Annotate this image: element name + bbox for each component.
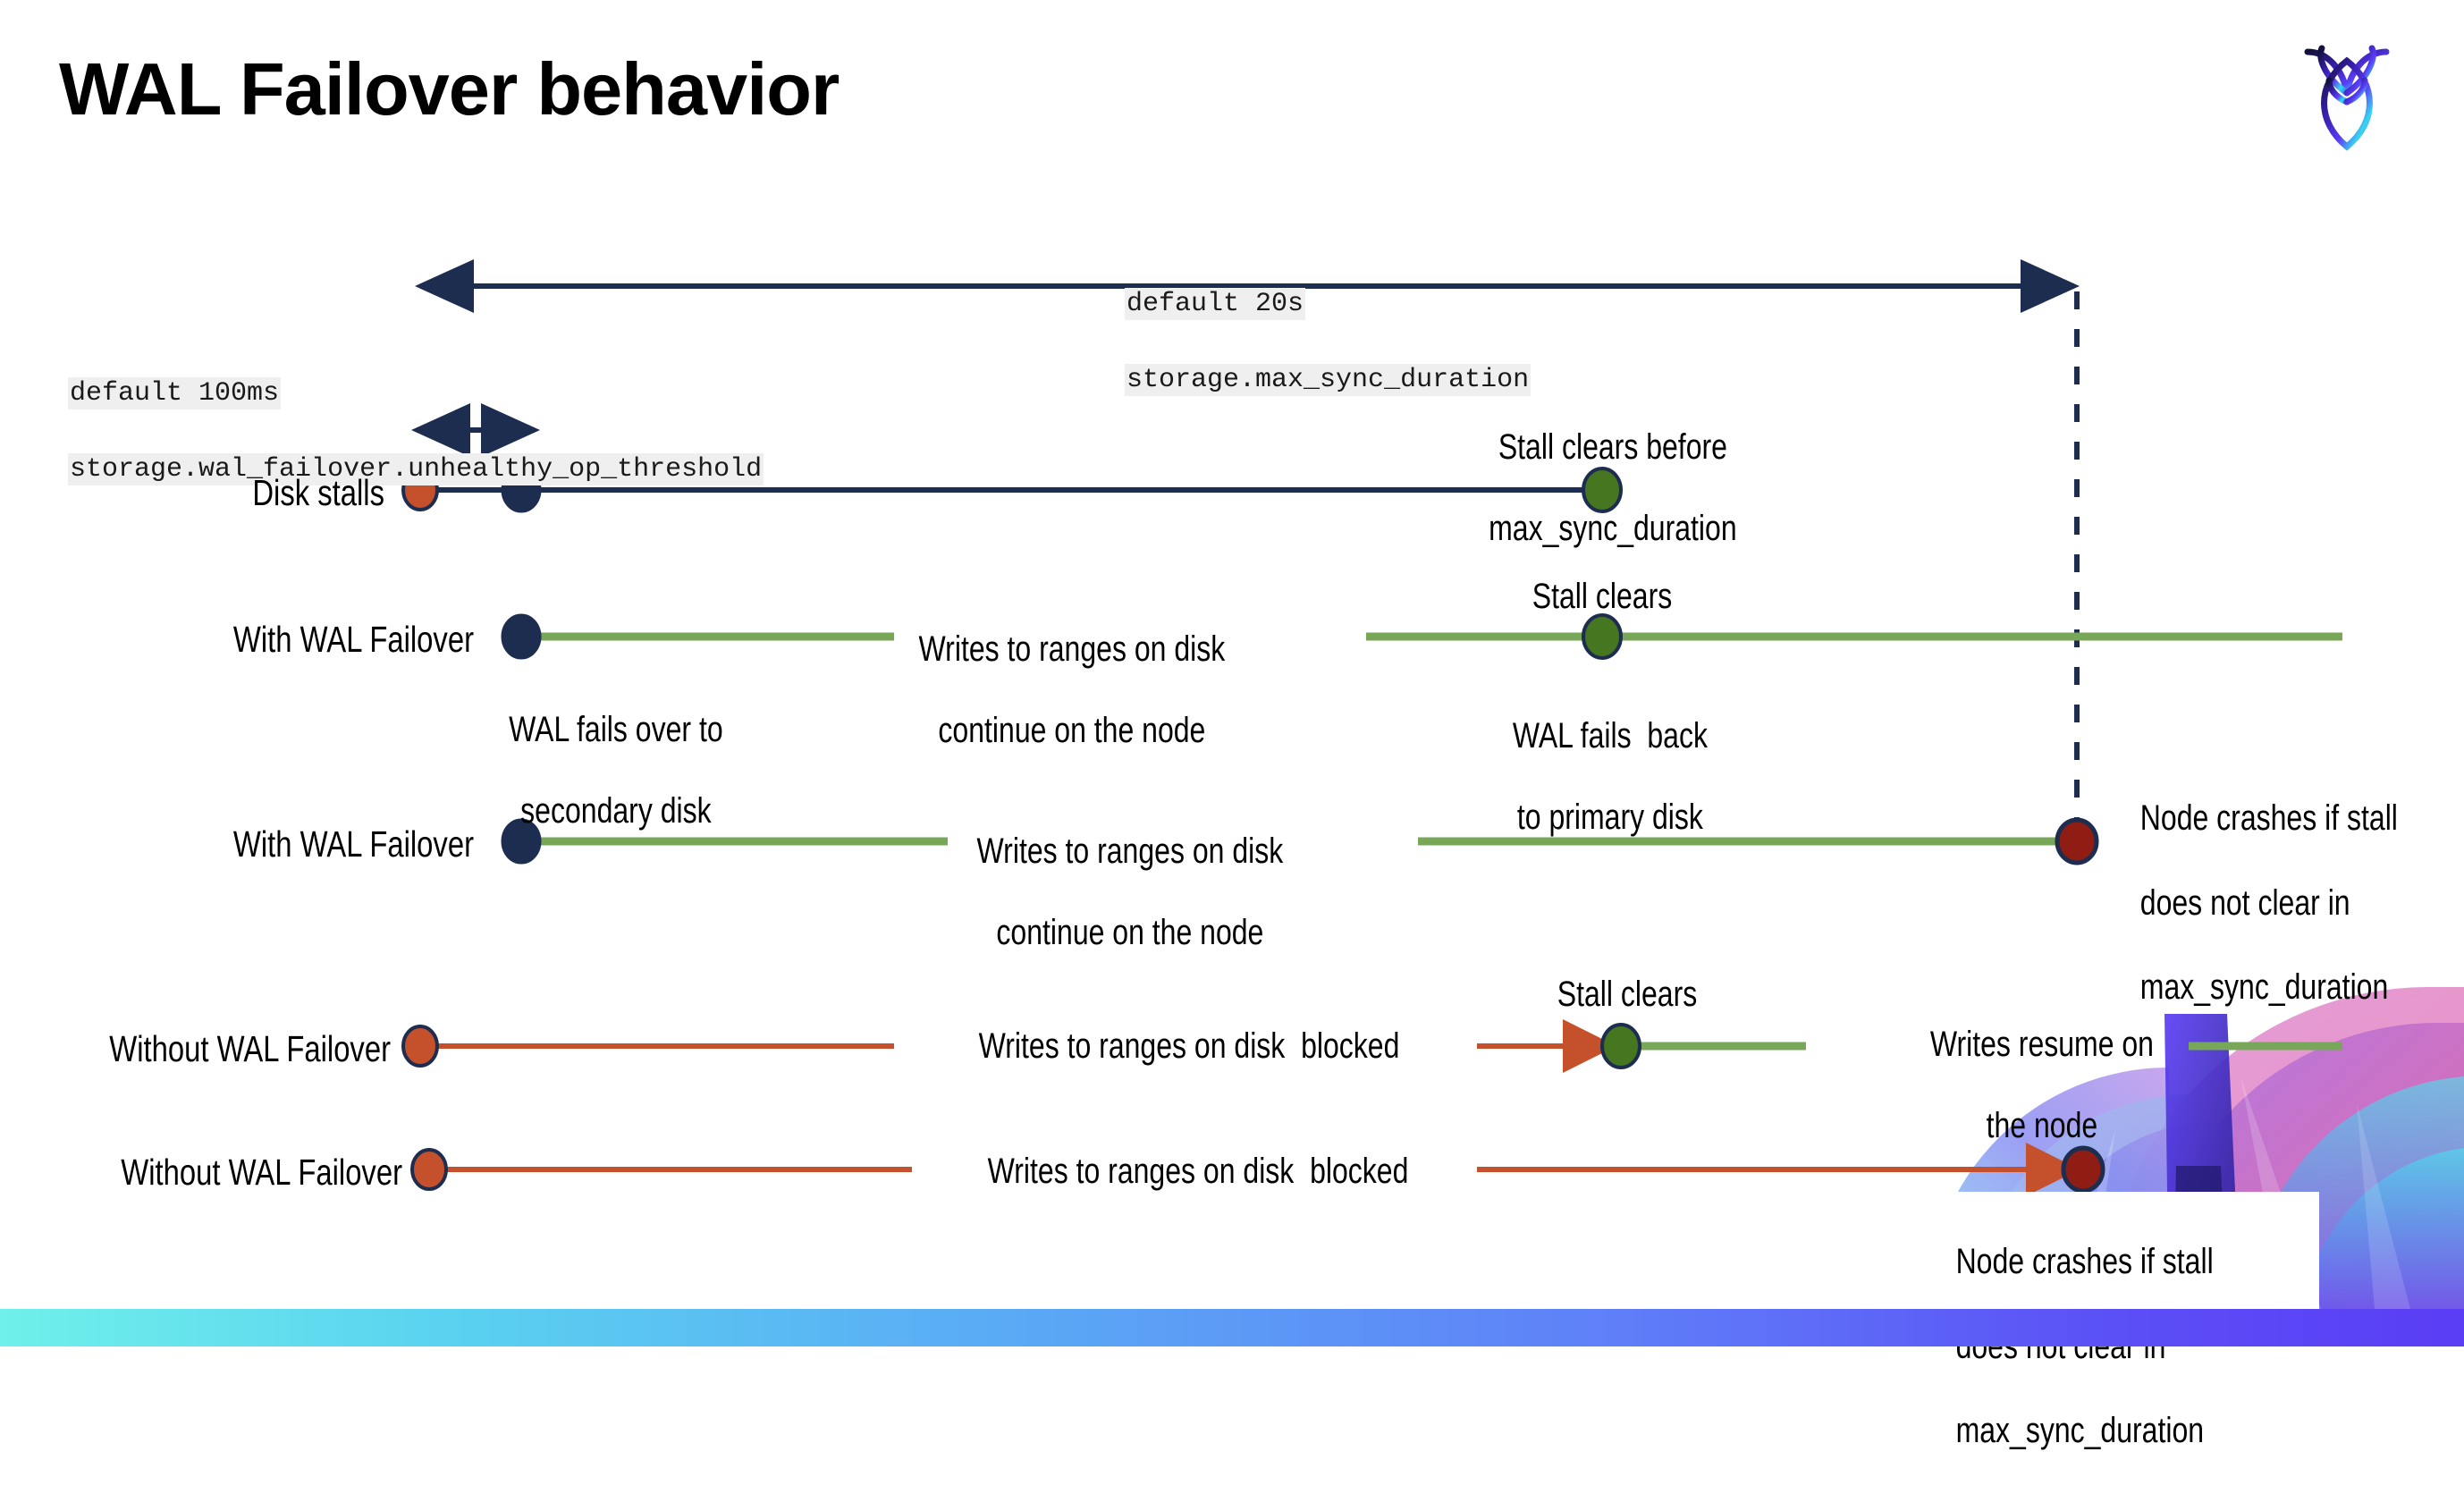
- note-writes-continue-2: Writes to ranges on disk continue on the…: [900, 790, 1344, 953]
- unhealthy-op-threshold-annotation: default 100ms storage.wal_failover.unhea…: [36, 336, 764, 488]
- note-writes-continue-1-line2: continue on the node: [938, 710, 1206, 750]
- unhealthy-op-setting-name: storage.wal_failover.unhealthy_op_thresh…: [68, 452, 764, 485]
- max-sync-setting-name: storage.max_sync_duration: [1125, 363, 1532, 396]
- bottom-accent-bar: [0, 1309, 2464, 1346]
- stall-clear-dot: [1582, 467, 1623, 513]
- row-without-failover-recovers-track: [401, 1019, 2342, 1073]
- stall-clear-dot-2: [1600, 1023, 1641, 1069]
- row-with-failover-crashes-track: [501, 817, 2099, 865]
- row-label-disk-stalls: Disk stalls: [252, 472, 384, 513]
- cockroachdb-logo-icon: [2304, 45, 2390, 151]
- note-writes-continue-1-line1: Writes to ranges on disk: [918, 629, 1226, 669]
- note-writes-blocked-1: Writes to ranges on disk blocked: [978, 1026, 1400, 1066]
- failover-dot-2: [501, 818, 542, 865]
- note-writes-continue-2-line1: Writes to ranges on disk: [976, 831, 1284, 871]
- note-writes-continue-2-line2: continue on the node: [996, 912, 1264, 952]
- stall-start-dot-3: [410, 1148, 448, 1191]
- node-crash-dot-1: [2055, 817, 2099, 865]
- unhealthy-op-default-value: default 100ms: [68, 376, 282, 409]
- note-writes-resume-line2: the node: [1986, 1105, 2098, 1145]
- note-wal-fails-back: WAL fails back to primary disk: [1423, 675, 1781, 838]
- note-stall-clears-before-line1: Stall clears before: [1498, 426, 1727, 467]
- note-wal-fails-over-line2: secondary disk: [520, 790, 712, 831]
- note-node-crashes-1: Node crashes if stall does not clear in …: [2124, 755, 2464, 1009]
- note-wal-fails-over: WAL fails over to secondary disk: [408, 669, 808, 831]
- note-stall-clears-before-line2: max_sync_duration: [1489, 508, 1737, 548]
- note-node-crashes-2-line1: Node crashes if stall: [1955, 1242, 2214, 1282]
- note-node-crashes-1-line2: does not clear in: [2139, 882, 2350, 923]
- row-label-without-wal-failover-2: Without WAL Failover: [121, 1152, 402, 1193]
- note-writes-resume-line1: Writes resume on: [1929, 1024, 2154, 1064]
- note-stall-clears-before: Stall clears before max_sync_duration: [1415, 386, 1794, 549]
- note-wal-fails-back-line1: WAL fails back: [1512, 715, 1708, 755]
- node-crash-dot-2: [2061, 1145, 2105, 1194]
- max-sync-default-value: default 20s: [1125, 287, 1306, 320]
- max-sync-duration-annotation: default 20s storage.max_sync_duration: [1093, 247, 1532, 399]
- row-without-failover-crashes-track: [410, 1143, 2105, 1196]
- failover-dot: [501, 613, 542, 660]
- row-with-failover-recovers-track: [501, 613, 2342, 660]
- failback-dot: [1582, 613, 1623, 660]
- note-writes-continue-1: Writes to ranges on disk continue on the…: [842, 588, 1286, 751]
- stall-start-dot-2: [401, 1025, 439, 1068]
- note-writes-resume: Writes resume on the node: [1844, 983, 2224, 1146]
- wal-failover-timeline-diagram: [401, 259, 2342, 1196]
- note-node-crashes-2: Node crashes if stall does not clear in …: [1924, 1199, 2296, 1494]
- note-writes-blocked-2: Writes to ranges on disk blocked: [987, 1152, 1409, 1191]
- row-label-with-wal-failover-2: With WAL Failover: [232, 823, 474, 865]
- note-node-crashes-1-line3: max_sync_duration: [2139, 966, 2389, 1007]
- note-node-crashes-2-line3: max_sync_duration: [1955, 1410, 2205, 1450]
- row-label-with-wal-failover-1: With WAL Failover: [232, 619, 474, 660]
- note-node-crashes-1-line1: Node crashes if stall: [2139, 798, 2398, 839]
- note-stall-clears-2: Stall clears: [1557, 975, 1698, 1014]
- note-wal-fails-back-line2: to primary disk: [1516, 797, 1703, 837]
- page-title: WAL Failover behavior: [59, 47, 840, 131]
- row-label-without-wal-failover-1: Without WAL Failover: [109, 1028, 391, 1069]
- note-wal-fails-over-line1: WAL fails over to: [509, 709, 723, 749]
- note-stall-clears-1: Stall clears: [1532, 577, 1673, 616]
